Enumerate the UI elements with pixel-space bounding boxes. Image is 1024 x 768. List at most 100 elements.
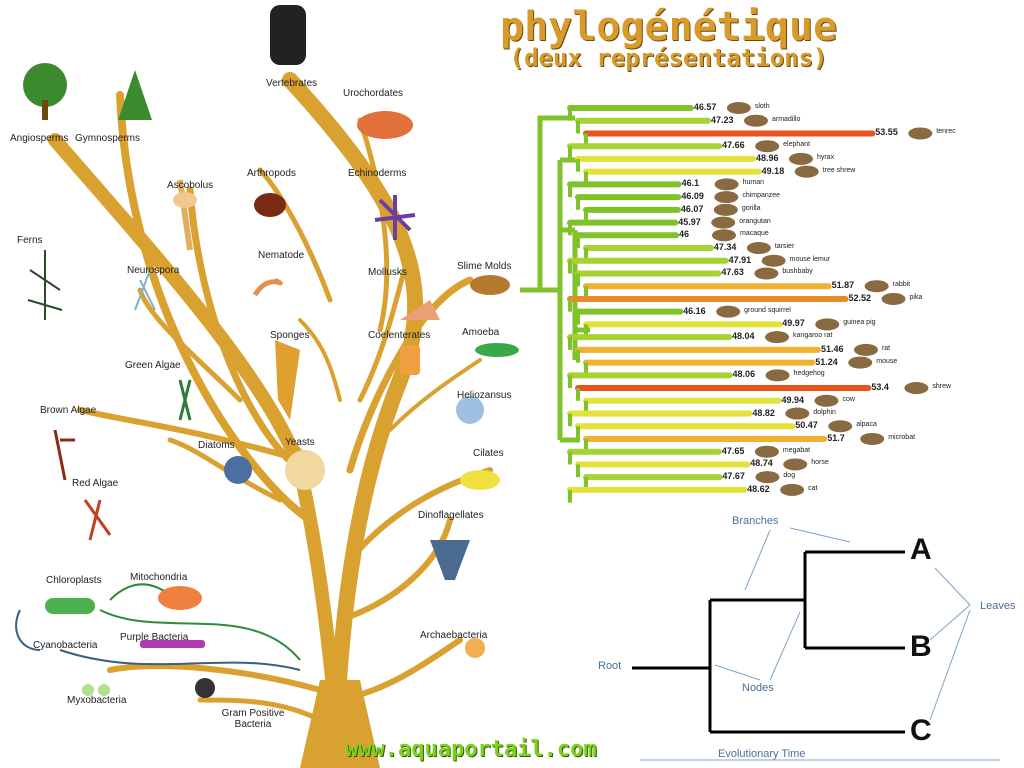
organism-label: Purple Bacteria [120, 632, 189, 643]
animal-icon [714, 191, 739, 204]
organism-label: Gymnosperms [75, 133, 141, 144]
leaf-value: 51.87 [831, 280, 855, 291]
leaf-name: shrew [932, 383, 952, 391]
animal-icon [712, 229, 736, 242]
leaf-name: tarsier [774, 243, 795, 251]
leaf-value: 48.96 [755, 152, 779, 163]
leaf-name: ground squirrel [744, 306, 791, 314]
root-label: Root [598, 660, 622, 672]
leaf-value: 47.23 [710, 114, 734, 125]
title-line1: phylogénétique [500, 4, 838, 50]
organism-label: Slime Molds [457, 261, 512, 272]
organism-label: Cilates [473, 448, 504, 459]
leaf-value: 46 [679, 229, 690, 240]
leaf-c: C [910, 714, 932, 747]
animal-icon [848, 356, 873, 369]
animal-icon [828, 420, 853, 433]
nodes-label: Nodes [742, 682, 774, 694]
animal-icon [794, 165, 819, 178]
leaf-name: dolphin [813, 408, 836, 416]
leaf-name: cat [808, 484, 818, 492]
leaf-name: elephant [783, 141, 811, 149]
leaf-value: 46.16 [683, 305, 706, 316]
animal-icon [755, 140, 780, 153]
leaf-value: 53.55 [875, 127, 898, 138]
leaf-name: kangaroo rat [793, 332, 833, 340]
leaf-value: 51.7 [827, 432, 845, 443]
leaf-value: 47.65 [721, 445, 745, 456]
leaf-value: 47.66 [722, 140, 745, 151]
leaf-name: rat [881, 344, 891, 352]
watermark: www.aquaportail.com [345, 737, 597, 762]
animal-icon [864, 280, 889, 293]
animal-icon [783, 458, 808, 471]
leaf-value: 45.97 [678, 216, 701, 227]
leaf-value: 48.62 [747, 483, 770, 494]
organism-label: Vertebrates [266, 78, 318, 89]
organism-label: Amoeba [462, 327, 500, 338]
organism-label: Arthropods [247, 168, 296, 179]
animal-icon [754, 445, 779, 458]
organism-label: Myxobacteria [67, 695, 127, 706]
organism-label: Mollusks [368, 267, 407, 278]
organism-label: Diatoms [198, 440, 235, 451]
organism-label: Nematode [258, 250, 305, 261]
animal-icon [716, 305, 741, 318]
leaf-value: 48.06 [732, 369, 756, 380]
leaf-name: pika [909, 293, 923, 301]
animal-icon [761, 254, 786, 267]
leaf-name: mouse lemur [789, 255, 831, 263]
leaf-name: microbat [888, 433, 916, 441]
animal-icon [904, 382, 929, 395]
organism-label: Archaebacteria [420, 630, 488, 641]
organism-label: Mitochondria [130, 572, 188, 583]
animal-icon [754, 267, 779, 280]
organism-label: Brown Algae [40, 405, 97, 416]
animal-icon [746, 242, 771, 255]
leaf-value: 53.4 [871, 382, 889, 393]
animal-icon [765, 369, 790, 382]
leaf-value: 47.91 [728, 254, 752, 265]
leaf-value: 51.24 [815, 356, 838, 367]
animal-icon [853, 343, 878, 356]
leaf-name: tenrec [936, 128, 956, 136]
animal-icon [755, 471, 780, 484]
animal-icon [780, 483, 805, 496]
leaf-name: human [742, 179, 764, 187]
organism-label: Yeasts [285, 437, 315, 448]
leaf-name: tree shrew [822, 166, 856, 174]
animal-icon [908, 127, 933, 140]
branches-label: Branches [732, 515, 779, 527]
leaf-name: rabbit [892, 281, 911, 289]
leaf-value: 46.09 [681, 191, 704, 202]
organism-label: Green Algae [125, 360, 181, 371]
organism-label: Red Algae [72, 478, 119, 489]
organism-label: Gram Positive Bacteria [221, 708, 285, 730]
leaf-value: 47.67 [722, 471, 745, 482]
animal-icon [743, 114, 768, 127]
organism-label: Ferns [17, 235, 43, 246]
organism-label: Chloroplasts [46, 575, 102, 586]
leaf-value: 49.94 [781, 394, 804, 405]
leaf-value: 47.63 [721, 267, 744, 278]
organism-label: Heliozansus [457, 390, 512, 401]
leaves-label: Leaves [980, 600, 1016, 612]
leaf-value: 49.97 [782, 318, 805, 329]
leaf-name: chimpanzee [742, 192, 781, 200]
leaf-name: hyrax [816, 153, 835, 161]
organism-label: Neurospora [127, 265, 180, 276]
leaf-name: dog [783, 472, 796, 480]
leaf-b: B [910, 630, 932, 663]
tree-backbone [520, 115, 590, 443]
title-line2: (deux représentations) [509, 44, 828, 72]
leaf-name: bushbaby [782, 268, 813, 276]
animal-icon [726, 102, 751, 114]
animal-icon [881, 292, 906, 305]
leaf-value: 52.52 [848, 292, 872, 303]
organism-illustrations [23, 5, 519, 698]
leaf-value: 48.82 [752, 407, 775, 418]
animal-icon [815, 318, 840, 331]
